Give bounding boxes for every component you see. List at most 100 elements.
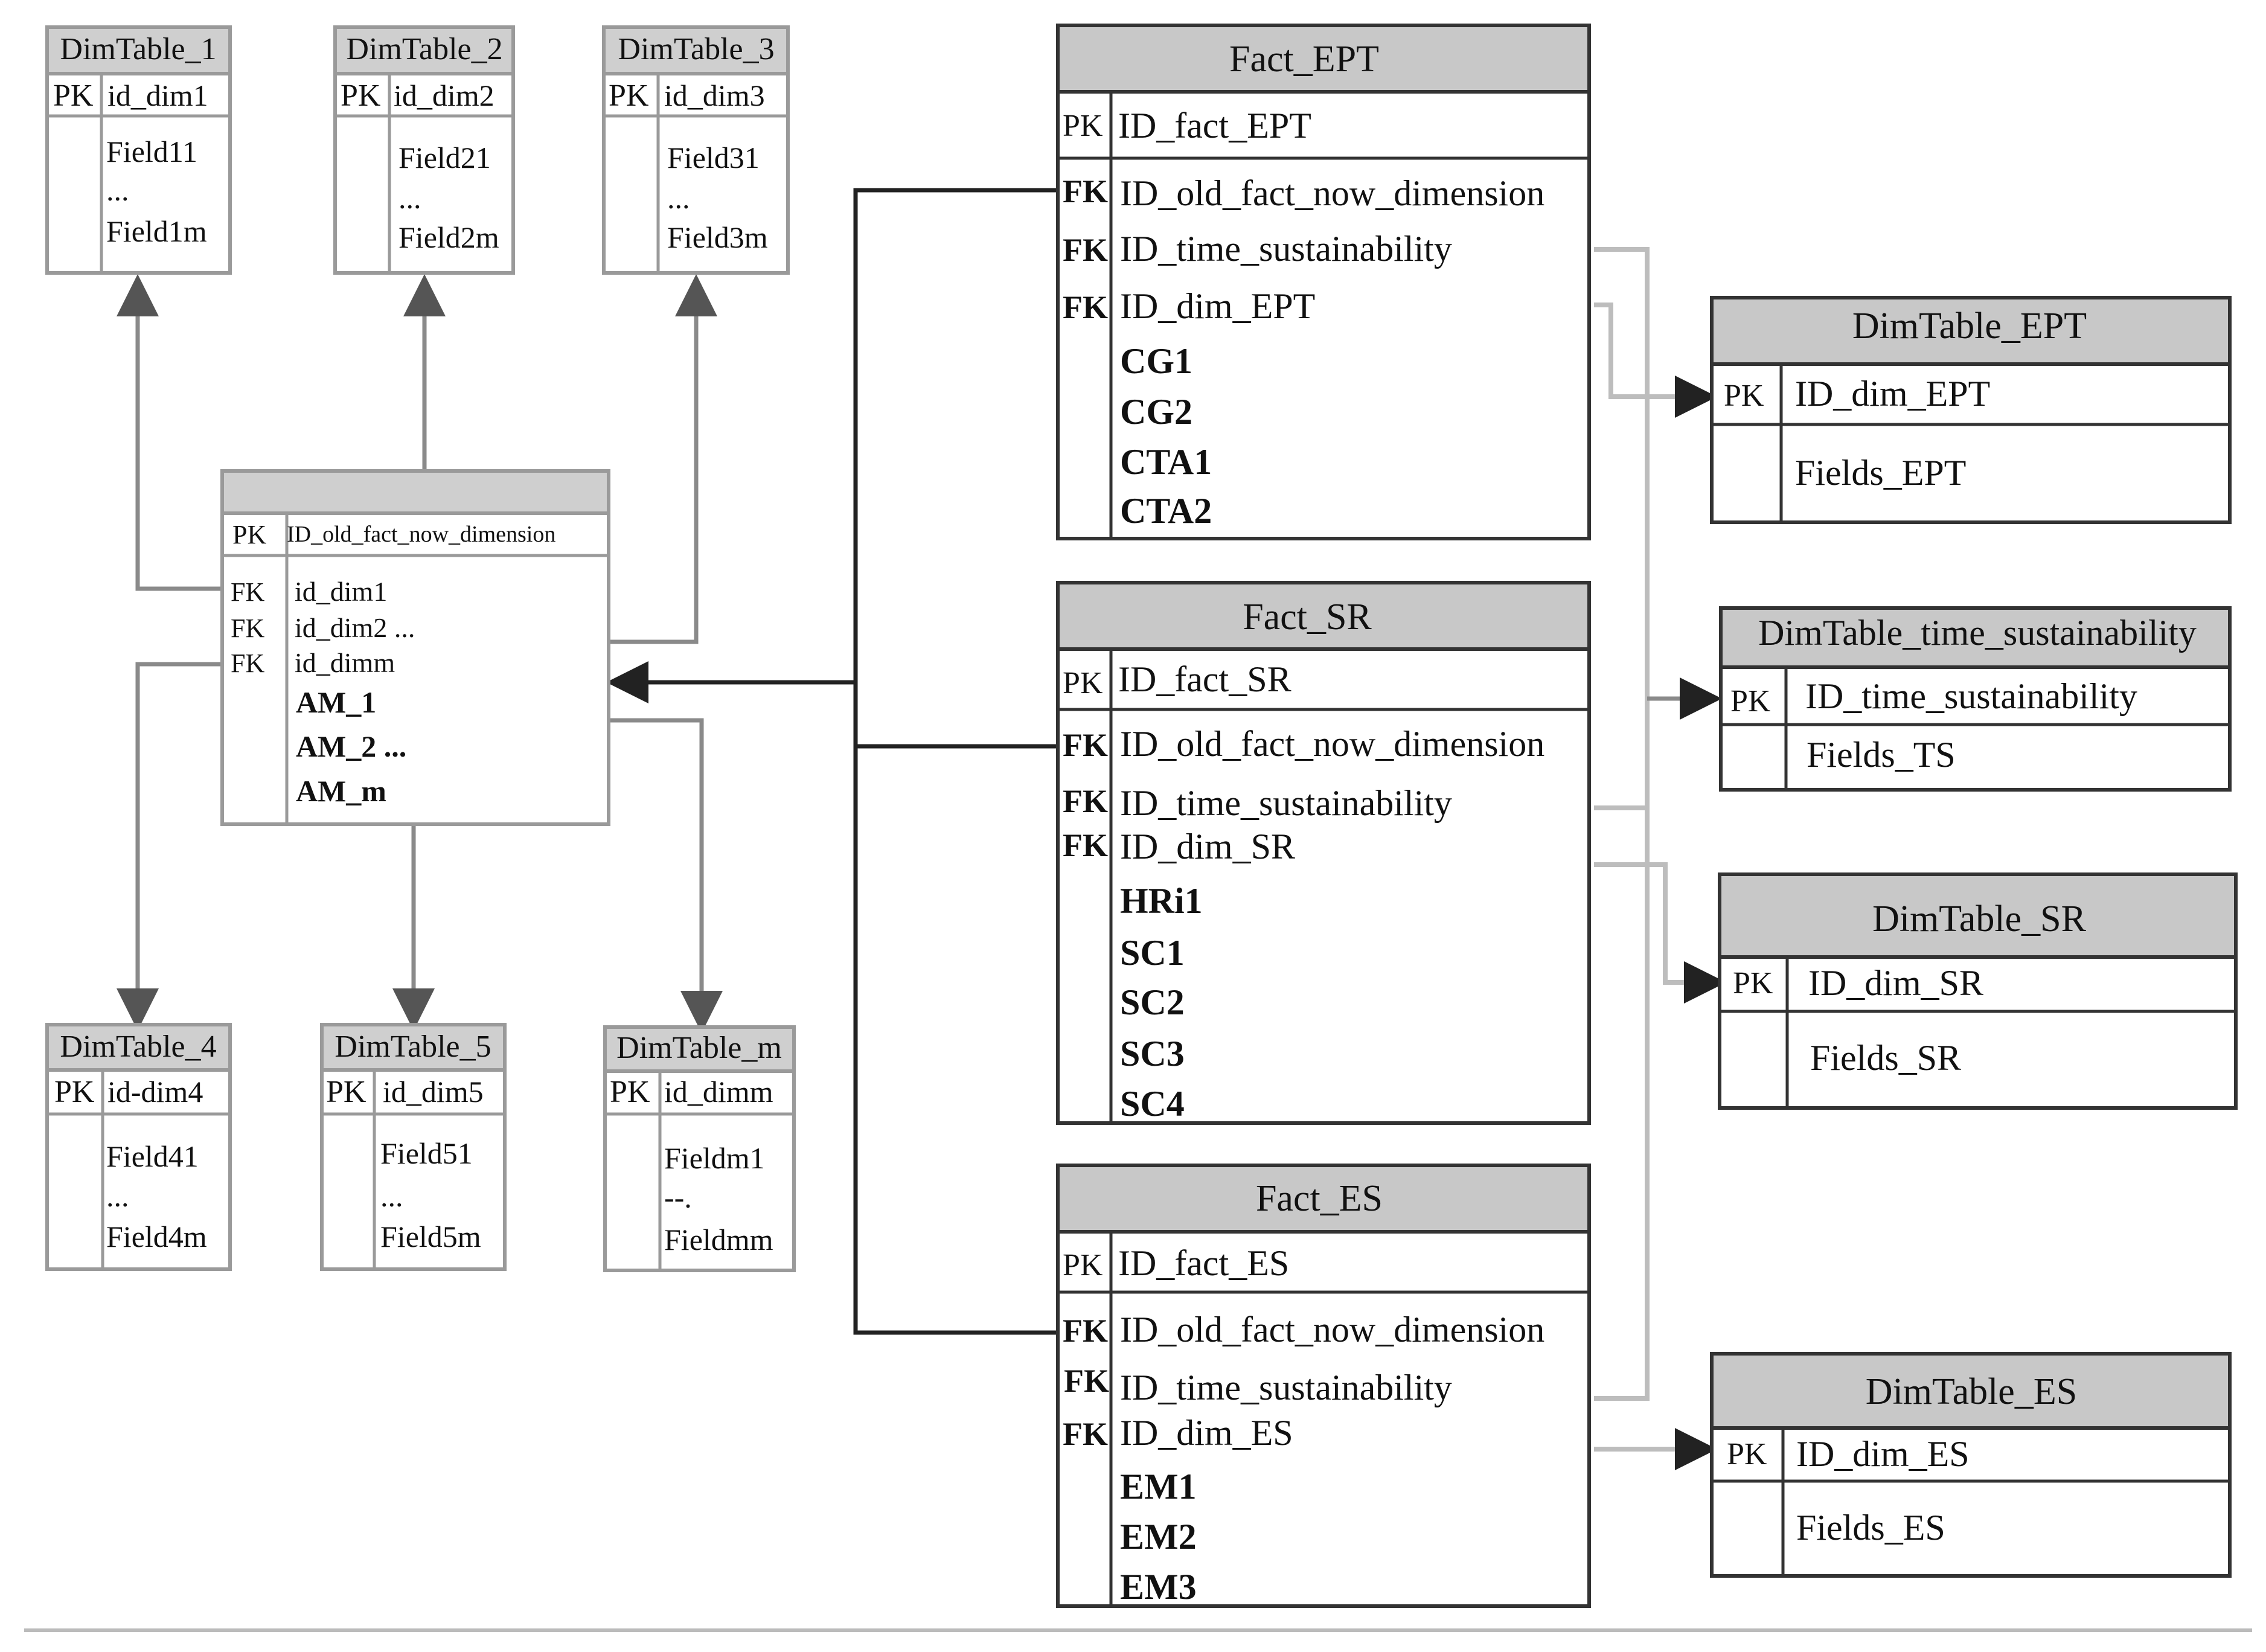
dimtable-3-title: DimTable_3 [618,32,774,66]
dimtable-es-title: DimTable_ES [1866,1371,2077,1412]
dimtable-2-field: Field2m [398,220,499,254]
dimtable-2-title: DimTable_2 [346,32,502,66]
fact-sr-fk-field: ID_old_fact_now_dimension [1120,724,1544,764]
link-center-to-dimtable-1 [117,274,223,591]
fact-sr-fk: FK [1063,727,1108,763]
fact-ept-fk: FK [1063,173,1108,210]
fact-sr-fk: FK [1063,827,1108,863]
dimtable-4-pk-field: id-dim4 [107,1075,203,1109]
dimtable-time-sustainability-title: DimTable_time_sustainability [1758,613,2197,653]
dimtable-1-ellipsis: ... [106,173,129,207]
dimtable-1-pk-field: id_dim1 [107,78,208,112]
center-table-pk-field: ID_old_fact_now_dimension [287,522,555,547]
link-fact-ept-to-center [853,188,1063,1335]
fact-es-measure: EM1 [1120,1467,1197,1506]
dimtable-es-field: Fields_ES [1796,1508,1945,1548]
fact-es-fk-field: ID_old_fact_now_dimension [1120,1310,1544,1349]
dimtable-sr-field: Fields_SR [1810,1038,1961,1078]
fact-ept-fk-field: ID_old_fact_now_dimension [1120,173,1544,213]
dimtable-5: DimTable_5 PK id_dim5 Field51 ... Field5… [320,1023,507,1271]
dimtable-4-field: Field41 [106,1139,199,1173]
center-table-fk: FK [231,577,264,607]
center-table-measure: AM_m [296,774,386,808]
dimtable-m-pk-field: id_dimm [664,1075,773,1109]
dimtable-1-field: Field11 [106,135,197,168]
dimtable-time-sustainability-pk: PK [1730,684,1771,719]
dimtable-1-title: DimTable_1 [60,32,216,66]
dimtable-3-pk-field: id_dim3 [664,78,765,112]
fact-es-fk: FK [1064,1363,1109,1399]
dimtable-1: DimTable_1 PK id_dim1 Field11 ... Field1… [45,25,232,275]
fact-ept-measure: CTA2 [1120,491,1212,531]
fact-sr-pk-field: ID_fact_SR [1118,659,1291,699]
link-fact-ept-to-dimtable-ept [1594,303,1703,399]
fact-sr-fk: FK [1063,783,1108,819]
fact-ept-fk-field: ID_time_sustainability [1120,229,1452,269]
center-table-measure: AM_1 [296,685,376,719]
dimtable-es-pk: PK [1727,1437,1767,1471]
dimtable-4-title: DimTable_4 [60,1029,216,1064]
fact-sr-pk: PK [1063,666,1103,700]
fact-sr-title: Fact_SR [1243,597,1372,638]
dimtable-ept: DimTable_EPT PK ID_dim_EPT Fields_EPT [1710,296,2232,524]
fact-sr-measure: SC3 [1120,1034,1185,1074]
fact-ept-title: Fact_EPT [1229,39,1379,80]
center-table-fk-field: id_dim2 ... [295,612,415,643]
dimtable-ept-field: Fields_EPT [1795,453,1966,493]
dimtable-3-pk: PK [609,78,649,113]
fact-ept-table: Fact_EPT PK ID_fact_EPT FK FK FK ID_old_… [1056,24,1591,540]
dimtable-m-title: DimTable_m [616,1031,782,1065]
fact-es-fk-field: ID_dim_ES [1120,1413,1293,1453]
center-table-fk-field: id_dim1 [295,576,387,607]
dimtable-3: DimTable_3 PK id_dim3 Field31 ... Field3… [602,25,790,275]
dimtable-m-field: Fieldm1 [664,1141,765,1175]
dimtable-4: DimTable_4 PK id-dim4 Field41 ... Field4… [45,1023,232,1271]
center-table: PK ID_old_fact_now_dimension FK FK FK id… [220,469,610,826]
dimtable-sr: DimTable_SR PK ID_dim_SR Fields_SR [1718,872,2238,1110]
dimtable-5-pk-field: id_dim5 [383,1075,484,1109]
fact-sr-measure: SC2 [1120,982,1185,1022]
dimtable-4-pk: PK [54,1075,95,1109]
dimtable-2-pk: PK [341,78,381,113]
dimtable-5-field: Field51 [380,1136,473,1170]
dimtable-ept-pk: PK [1724,379,1764,413]
fact-ept-pk: PK [1063,109,1103,143]
dimtable-4-field: Field4m [106,1220,207,1253]
center-table-pk: PK [232,520,266,549]
dimtable-m: DimTable_m PK id_dimm Fieldm1 --. Fieldm… [603,1025,796,1272]
fact-ept-measure: CTA1 [1120,442,1212,482]
fact-es-measure: EM3 [1120,1567,1197,1607]
fact-es-title: Fact_ES [1256,1178,1383,1219]
dimtable-sr-pk: PK [1733,966,1773,1000]
dimtable-time-sustainability: DimTable_time_sustainability PK ID_time_… [1719,606,2232,792]
dimtable-m-pk: PK [610,1075,650,1109]
dimtable-4-ellipsis: ... [106,1179,129,1213]
fact-ept-pk-field: ID_fact_EPT [1118,106,1311,146]
dimtable-5-pk: PK [326,1075,366,1109]
dimtable-3-field: Field31 [667,141,760,174]
dimtable-time-sustainability-field: Fields_TS [1807,735,1956,775]
fact-sr-fk-field: ID_dim_SR [1120,827,1295,866]
fact-ept-fk: FK [1063,232,1108,268]
dimtable-2-field: Field21 [398,141,491,174]
center-table-fk: FK [231,648,264,678]
fact-es-fk: FK [1063,1313,1108,1349]
link-center-to-dimtable-4 [117,662,223,1031]
link-center-to-dimtable-m [607,718,723,1033]
dimtable-5-field: Field5m [380,1220,481,1253]
link-center-to-dimtable-3 [607,274,717,644]
fact-sr-fk-field: ID_time_sustainability [1120,783,1452,823]
fact-ept-measure: CG1 [1120,341,1192,381]
dimtable-ept-title: DimTable_EPT [1852,306,2087,347]
dimtable-time-sustainability-pk-field: ID_time_sustainability [1805,676,2137,716]
fact-es-measure: EM2 [1120,1517,1197,1557]
dimtable-sr-title: DimTable_SR [1872,898,2087,940]
center-table-measure: AM_2 ... [296,729,406,763]
dimtable-5-title: DimTable_5 [334,1029,491,1064]
link-time-sustainability-bus [1594,247,1650,1401]
fact-sr-table: Fact_SR PK ID_fact_SR FK FK FK ID_old_fa… [1056,581,1591,1125]
fact-es-fk-field: ID_time_sustainability [1120,1368,1452,1407]
fact-ept-fk-field: ID_dim_EPT [1120,286,1315,326]
fact-sr-measure: SC4 [1120,1084,1185,1124]
